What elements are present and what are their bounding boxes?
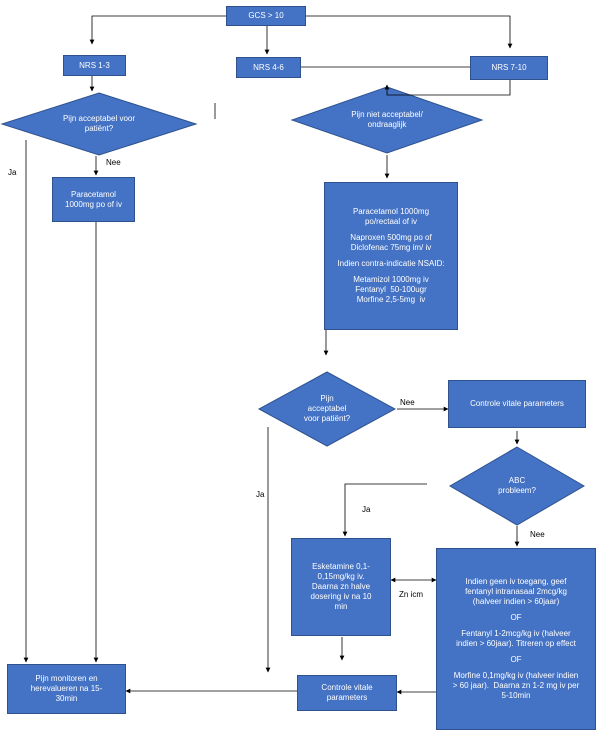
edge-label-zn-icm: Zn icm (399, 590, 423, 599)
edge-label-ja-middle: Ja (256, 490, 265, 499)
label-pijn-acceptabel-1: Pijn acceptabel voor patiënt? (62, 114, 136, 133)
node-nrs-4-6: NRS 4-6 (236, 57, 301, 78)
decision-diamond-pijn-acceptabel-2 (257, 371, 397, 447)
node-controle-vitale-1: Controle vitale parameters (448, 380, 586, 428)
node-pijn-monitoren: Pijn monitoren en herevalueren na 15- 30… (7, 664, 126, 714)
decision-diamond-pijn-acceptabel-1 (0, 92, 198, 156)
node-paracetamol-low: Paracetamol 1000mg po of iv (52, 177, 135, 222)
edge-label-nee-1: Nee (106, 158, 121, 167)
edge-gcs-to-nrs710 (306, 15, 513, 49)
label-abc-probleem: ABC probleem? (498, 476, 536, 495)
edge-label-ja-abc: Ja (362, 505, 371, 514)
edge-nrs710-to-diamond (384, 80, 511, 96)
node-gcs: GCS > 10 (226, 6, 306, 26)
node-fentanyl-morfine: Indien geen iv toegang, geef fentanyl in… (436, 548, 596, 730)
edge-label-nee-abc: Nee (530, 530, 545, 539)
decision-diamond-abc (449, 446, 585, 526)
label-pijn-niet-acceptabel: Pijn niet acceptabel/ ondraaglijk (351, 110, 423, 129)
edge-abc-ja (342, 483, 427, 537)
decision-diamond-pijn-niet-acceptabel (290, 86, 484, 154)
edge-label-nee-2: Nee (400, 398, 415, 407)
edge-gcs-to-nrs13 (89, 15, 226, 45)
node-nrs-1-3: NRS 1-3 (63, 55, 126, 76)
edge-label-ja-left: Ja (8, 168, 17, 177)
node-esketamine: Esketamine 0,1- 0,15mg/kg iv. Daarna zn … (291, 538, 391, 636)
node-controle-vitale-2: Controle vitale parameters (297, 675, 397, 711)
node-medication-block: Paracetamol 1000mg po/rectaal of iv Napr… (324, 182, 458, 330)
node-nrs-7-10: NRS 7-10 (470, 56, 548, 80)
label-pijn-acceptabel-2: Pijn acceptabel voor patiënt? (303, 394, 351, 423)
